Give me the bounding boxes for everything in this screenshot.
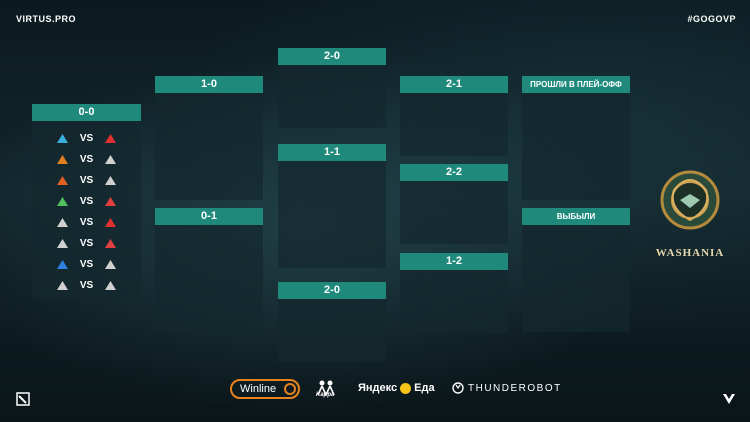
secret-icon: [103, 279, 119, 293]
wolf-icon: [103, 174, 119, 188]
round-0-0-header: 0-0: [32, 104, 141, 121]
mousesports-icon: [103, 132, 119, 146]
match-row: VS: [32, 128, 141, 149]
r-icon: [55, 216, 71, 230]
vs-label: VS: [79, 133, 94, 144]
round-0-0-panel: 0-0 VS VS VS VS VS VS VS VS: [32, 104, 141, 299]
eliminated-header: ВЫБЫЛИ: [522, 208, 630, 225]
event-logo: WASHANIA: [652, 160, 728, 264]
alliance-icon: [55, 132, 71, 146]
vs-label: VS: [79, 154, 94, 165]
hashtag-label: #GOGOVP: [687, 14, 736, 24]
eliminated-panel: ВЫБЫЛИ: [522, 208, 630, 332]
round-2-1-panel: 2-1: [400, 76, 508, 156]
round-1-0-panel: 1-0: [155, 76, 263, 200]
match-row: VS: [32, 275, 141, 296]
yandex-label: Яндекс: [358, 382, 398, 394]
kappa-label: Kappa: [316, 392, 335, 398]
round-2-0-bottom-header: 2-0: [278, 282, 386, 299]
match-list: VS VS VS VS VS VS VS VS: [32, 128, 141, 296]
eda-circle-icon: [400, 382, 412, 394]
big-icon: [55, 153, 71, 167]
round-2-0-bottom-panel: 2-0: [278, 282, 386, 362]
event-name: WASHANIA: [655, 247, 725, 259]
round-1-1-header: 1-1: [278, 144, 386, 161]
spirit-icon: [55, 195, 71, 209]
round-2-0-top-panel: 2-0: [278, 48, 386, 128]
liquid-icon: [55, 258, 71, 272]
round-2-1-header: 2-1: [400, 76, 508, 93]
shield-icon: [103, 237, 119, 251]
kappa-figures-icon: [317, 380, 335, 396]
vs-label: VS: [79, 280, 94, 291]
round-2-2-header: 2-2: [400, 164, 508, 181]
winline-logo: Winline: [230, 379, 301, 399]
round-1-1-panel: 1-1: [278, 144, 386, 268]
winline-ring-icon: [284, 383, 297, 395]
kappa-logo: Kappa: [316, 378, 336, 398]
match-row: VS: [32, 170, 141, 191]
brand-label: VIRTUS.PRO: [16, 14, 77, 24]
circle-icon: [103, 216, 119, 230]
virtus-pro-icon: [55, 174, 71, 188]
match-row: VS: [32, 191, 141, 212]
sponsor-bar: Winline Kappa Яндекс Еда THUNDEROBOT: [0, 378, 750, 400]
dragon-emblem-icon: [660, 170, 720, 230]
k-icon: [103, 153, 119, 167]
vs-label: VS: [79, 175, 94, 186]
match-row: VS: [32, 254, 141, 275]
thunderobot-label: THUNDEROBOT: [468, 382, 562, 394]
round-2-2-panel: 2-2: [400, 164, 508, 244]
gladiators-icon: [55, 279, 71, 293]
match-row: VS: [32, 149, 141, 170]
thunderobot-logo: THUNDEROBOT: [452, 378, 562, 398]
yandex-eda-logo: Яндекс Еда: [358, 378, 435, 398]
qualified-panel: ПРОШЛИ В ПЛЕЙ-ОФФ: [522, 76, 630, 200]
round-1-2-header: 1-2: [400, 253, 508, 270]
vs-label: VS: [79, 259, 94, 270]
round-0-1-header: 0-1: [155, 208, 263, 225]
xtreme-icon: [55, 237, 71, 251]
vs-label: VS: [79, 217, 94, 228]
match-row: VS: [32, 233, 141, 254]
thunderobot-icon: [452, 382, 464, 394]
eda-label: Еда: [414, 382, 435, 394]
round-2-0-top-header: 2-0: [278, 48, 386, 65]
eye-icon: [103, 258, 119, 272]
vs-label: VS: [79, 196, 94, 207]
winline-label: Winline: [240, 383, 277, 395]
qualified-header: ПРОШЛИ В ПЛЕЙ-ОФФ: [522, 76, 630, 93]
vs-label: VS: [79, 238, 94, 249]
dota2-icon: [16, 392, 30, 406]
round-0-1-panel: 0-1: [155, 208, 263, 332]
eagle-icon: [103, 195, 119, 209]
virtus-pro-corner-icon: [723, 394, 735, 404]
round-1-0-header: 1-0: [155, 76, 263, 93]
match-row: VS: [32, 212, 141, 233]
round-1-2-panel: 1-2: [400, 253, 508, 333]
